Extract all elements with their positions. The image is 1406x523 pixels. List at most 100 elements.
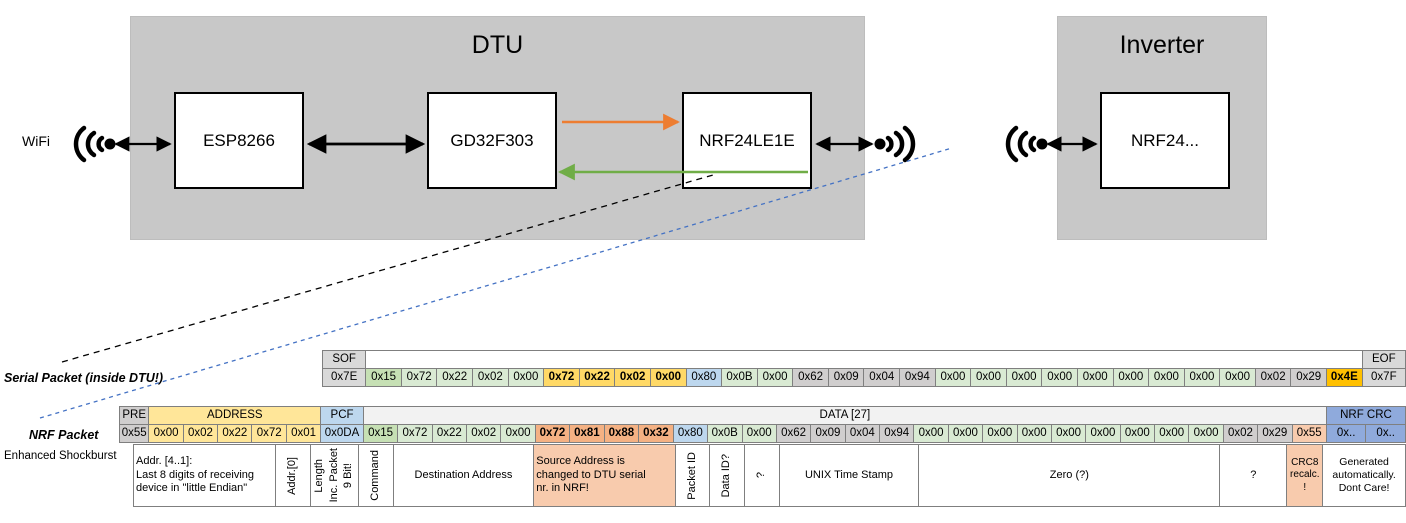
nrf-packet-label: NRF Packet <box>29 428 99 442</box>
annotation-zero: Zero (?) <box>918 444 1221 507</box>
nrf-byte-cell: 0x02 <box>465 424 502 443</box>
serial-byte-cell: 0x00 <box>934 368 972 387</box>
nrf-byte-cell: 0x0B <box>706 424 743 443</box>
serial-byte-cell: 0x00 <box>507 368 545 387</box>
serial-byte-cell: 0x72 <box>400 368 438 387</box>
nrf-address-cell: 0x72 <box>251 424 287 443</box>
inverter-rf-antenna-icon <box>1005 125 1037 163</box>
serial-byte-cell: 0x00 <box>649 368 687 387</box>
serial-byte-cell: 0x02 <box>1254 368 1292 387</box>
serial-byte-cell: 0x4E <box>1326 368 1363 387</box>
annotation-unknown-2: ? <box>1219 444 1288 507</box>
chip-gd32f303-label: GD32F303 <box>450 130 534 150</box>
serial-byte-cell: 0x80 <box>685 368 723 387</box>
nrf-data-header: DATA [27] <box>362 406 1327 425</box>
chip-nrf24: NRF24... <box>1100 92 1230 189</box>
nrf-address-header: ADDRESS <box>148 406 322 425</box>
serial-byte-cell: 0x00 <box>1005 368 1043 387</box>
nrf-byte-cell: 0x72 <box>534 424 571 443</box>
serial-byte-cell: 0x0B <box>721 368 758 387</box>
chip-gd32f303: GD32F303 <box>427 92 557 189</box>
nrf-byte-cell: 0x94 <box>879 424 915 443</box>
nrf-pre-header: PRE <box>118 406 150 425</box>
chip-nrf24le1e-label: NRF24LE1E <box>699 130 795 150</box>
block-diagram: DTU Inverter ESP8266 GD32F303 NRF24LE1E … <box>22 16 1267 419</box>
nrf-byte-cell: 0x02 <box>1222 424 1259 443</box>
nrf-packet-sublabel: Enhanced Shockburst <box>4 450 117 462</box>
nrf-byte-cell: 0x29 <box>1257 424 1293 443</box>
nrf-byte-cell: 0x00 <box>1050 424 1087 443</box>
serial-byte-cell: 0x72 <box>543 368 580 387</box>
dtu-rf-antenna-icon <box>885 125 916 163</box>
nrf-address-cell: 0x02 <box>182 424 219 443</box>
nrf-byte-cell: 0x15 <box>362 424 399 443</box>
chip-esp8266: ESP8266 <box>174 92 304 189</box>
nrf-crc-cell: 0x.. <box>1325 424 1367 443</box>
nrf-byte-cell: 0x00 <box>500 424 536 443</box>
packet-diagrams: Serial Packet (inside DTU!) NRF Packet E… <box>0 340 1406 523</box>
nrf-byte-cell: 0x00 <box>947 424 984 443</box>
nrf-byte-cell: 0x72 <box>397 424 433 443</box>
wifi-label: WiFi <box>22 133 50 149</box>
serial-byte-cell: 0x29 <box>1290 368 1327 387</box>
annotation-data-id: Data ID? <box>709 444 745 507</box>
serial-byte-cell: 0x00 <box>970 368 1007 387</box>
nrf-address-cell: 0x01 <box>285 424 322 443</box>
serial-byte-cell: 0x02 <box>472 368 509 387</box>
serial-byte-cell: 0x00 <box>1219 368 1256 387</box>
serial-byte-cell: 0x00 <box>1112 368 1150 387</box>
annotation-unix-timestamp: UNIX Time Stamp <box>778 444 920 507</box>
nrf-byte-cell: 0x62 <box>775 424 812 443</box>
wifi-antenna-icon <box>73 125 105 163</box>
serial-sof-header: SOF <box>321 350 367 369</box>
serial-byte-cell: 0x00 <box>1183 368 1221 387</box>
dtu-title: DTU <box>471 31 524 59</box>
serial-header-spacer <box>365 350 1363 369</box>
serial-byte-cell: 0x22 <box>578 368 616 387</box>
nrf-byte-cell: 0x04 <box>844 424 881 443</box>
nrf-byte-cell: 0x55 <box>1291 424 1327 443</box>
serial-eof-value: 0x7F <box>1361 368 1406 387</box>
nrf-byte-cell: 0x81 <box>569 424 605 443</box>
serial-byte-cell: 0x02 <box>614 368 651 387</box>
chip-nrf24-label: NRF24... <box>1130 130 1200 150</box>
nrf-address-cell: 0x00 <box>148 424 184 443</box>
nrf-crc-header: NRF CRC <box>1325 406 1406 425</box>
annotation-addr0: Addr.[0] <box>275 444 311 507</box>
nrf-crc-cell: 0x.. <box>1365 424 1406 443</box>
serial-byte-cell: 0x00 <box>1076 368 1114 387</box>
nrf-byte-cell: 0x22 <box>431 424 467 443</box>
nrf-byte-cell: 0x32 <box>638 424 674 443</box>
annotation-packet-id: Packet ID <box>674 444 711 507</box>
annotation-destination-address: Destination Address <box>392 444 535 507</box>
nrf-byte-cell: 0x00 <box>913 424 949 443</box>
nrf-byte-cell: 0x00 <box>1119 424 1156 443</box>
nrf-pre-value: 0x55 <box>118 424 150 443</box>
nrf-pcf-value: 0x0DA <box>320 424 364 443</box>
serial-byte-cell: 0x22 <box>436 368 474 387</box>
serial-byte-cell: 0x00 <box>1041 368 1078 387</box>
serial-byte-cell: 0x15 <box>365 368 402 387</box>
annotation-unknown-1: ? <box>744 444 780 507</box>
annotation-command: Command <box>358 444 394 507</box>
nrf-pcf-header: PCF <box>320 406 364 425</box>
nrf-byte-cell: 0x80 <box>672 424 708 443</box>
serial-eof-header: EOF <box>1361 350 1406 369</box>
serial-header-row: SOF EOF <box>321 350 1406 369</box>
nrf-byte-cell: 0x00 <box>1085 424 1121 443</box>
nrf-byte-cell: 0x88 <box>603 424 640 443</box>
inverter-title: Inverter <box>1119 31 1205 59</box>
serial-byte-cell: 0x00 <box>1148 368 1185 387</box>
serial-byte-cell: 0x04 <box>863 368 901 387</box>
chip-nrf24le1e: NRF24LE1E <box>682 92 812 189</box>
